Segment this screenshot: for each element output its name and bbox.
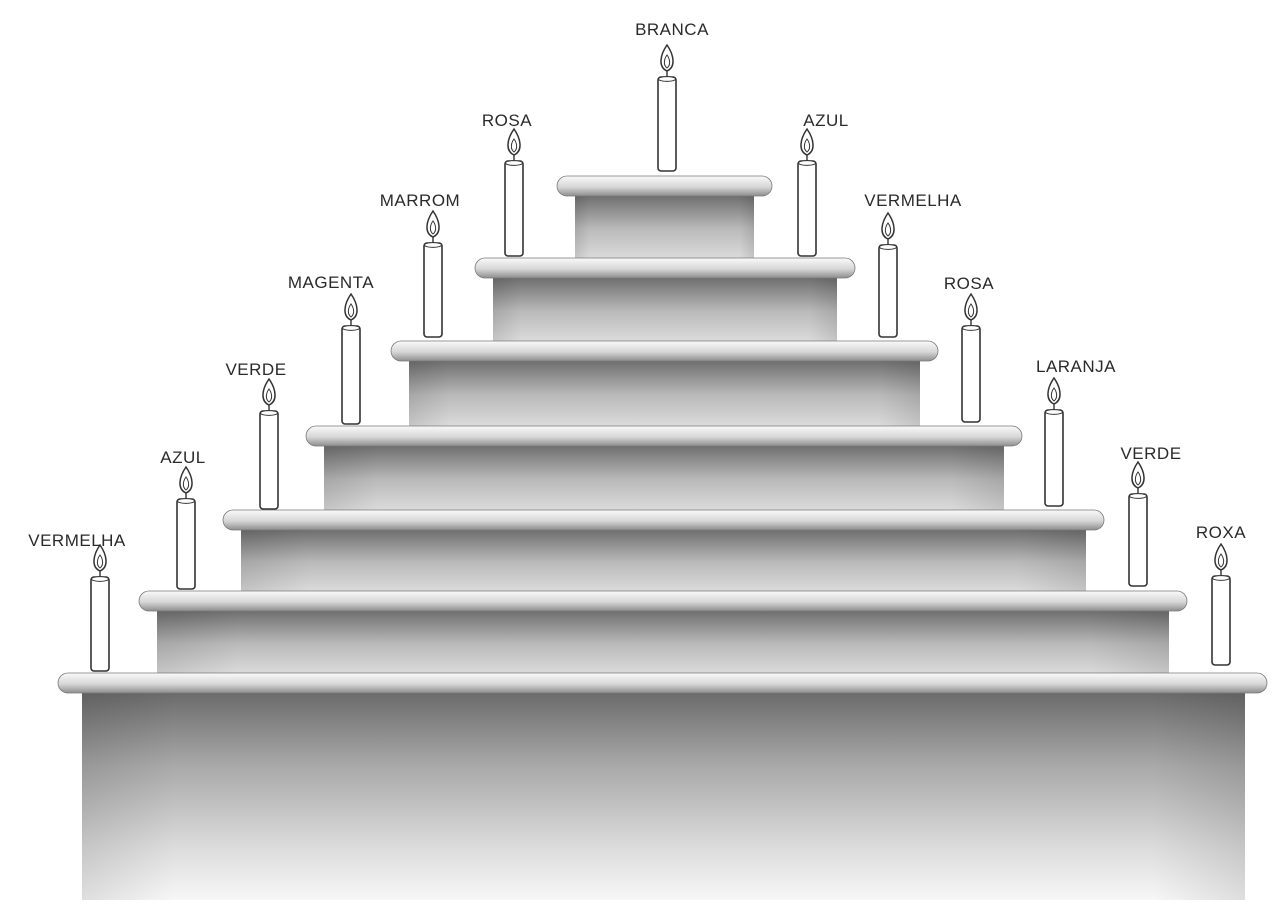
flame-icon [93, 543, 107, 572]
step-riser-shade-5 [241, 530, 1086, 601]
candle-label: ROXA [1195, 523, 1247, 542]
step-ledge-1 [556, 175, 773, 197]
candle-body [961, 325, 981, 423]
candle [504, 127, 524, 257]
candle-top [962, 325, 980, 331]
flame-inner [510, 138, 518, 153]
candle-label: VERDE [225, 360, 287, 379]
candle [176, 465, 196, 590]
candle-label: VERMELHA [28, 531, 126, 550]
candle-top [658, 76, 676, 82]
step-ledge-6 [138, 590, 1188, 612]
candle-body [423, 242, 443, 338]
candle-top [798, 160, 816, 166]
flame-inner [1134, 471, 1142, 486]
candle-body [1044, 409, 1064, 507]
candle [1211, 542, 1231, 666]
candle-label: MARROM [379, 191, 461, 210]
candle-top [342, 325, 360, 331]
candle [961, 292, 981, 423]
flame-inner [429, 220, 437, 235]
candle [90, 543, 110, 672]
candle [1044, 376, 1064, 507]
flame-inner [1217, 553, 1225, 568]
candle-label: ROSA [943, 274, 995, 293]
flame-icon [800, 127, 814, 156]
step-riser-shade-6 [157, 611, 1169, 683]
altar-base-side-shade [82, 692, 1245, 900]
candle-top [1212, 575, 1230, 581]
step-ledge-7 [57, 672, 1268, 694]
flame-inner [884, 222, 892, 237]
flame-inner [1050, 387, 1058, 402]
candle-label: ROSA [481, 111, 533, 130]
step-ledge-5 [222, 509, 1105, 531]
step-ledge-4 [305, 425, 1023, 447]
flame-inner [663, 54, 671, 69]
candle-label: MAGENTA [287, 273, 375, 292]
candle-label: BRANCA [635, 20, 709, 39]
candle-top [424, 242, 442, 248]
candle-label: VERDE [1120, 444, 1182, 463]
candle-top [505, 160, 523, 166]
flame-inner [347, 303, 355, 318]
candle-body [504, 160, 524, 257]
candles [90, 43, 1231, 672]
flame-inner [803, 138, 811, 153]
flame-inner [182, 476, 190, 491]
candle-label: AZUL [160, 448, 206, 467]
candle [878, 211, 898, 338]
flame-icon [1047, 376, 1061, 405]
candle-top [1045, 409, 1063, 415]
candle-label: LARANJA [1035, 357, 1117, 376]
candle-top [879, 244, 897, 250]
candle-top [177, 498, 195, 504]
candle-body [878, 244, 898, 338]
flame-icon [881, 211, 895, 240]
candle [797, 127, 817, 257]
step-riser-shade-2 [493, 278, 837, 351]
flame-icon [344, 292, 358, 321]
flame-icon [507, 127, 521, 156]
candle-body [797, 160, 817, 257]
flame-icon [964, 292, 978, 321]
step-riser-shade-4 [324, 446, 1004, 520]
candle-label: AZUL [803, 111, 849, 130]
candle-body [90, 576, 110, 672]
flame-icon [426, 209, 440, 238]
candle-top [1129, 493, 1147, 499]
candle-body [341, 325, 361, 425]
candle-top [91, 576, 109, 582]
step-riser-shade-1 [575, 196, 754, 268]
candle-label: VERMELHA [864, 191, 962, 210]
flame-inner [265, 388, 273, 403]
step-ledge-3 [390, 340, 939, 362]
candle-body [657, 76, 677, 172]
candle-body [176, 498, 196, 590]
candle [657, 43, 677, 172]
candle-body [1211, 575, 1231, 666]
flame-icon [179, 465, 193, 494]
flame-icon [1214, 542, 1228, 571]
flame-inner [96, 554, 104, 569]
candle [1128, 460, 1148, 587]
flame-icon [262, 377, 276, 406]
flame-inner [967, 303, 975, 318]
candle-body [259, 410, 279, 510]
candle [341, 292, 361, 425]
flame-icon [1131, 460, 1145, 489]
altar-steps [57, 175, 1268, 694]
candle [259, 377, 279, 510]
flame-icon [660, 43, 674, 72]
candle [423, 209, 443, 338]
candle-top [260, 410, 278, 416]
step-ledge-2 [474, 257, 856, 279]
candle-body [1128, 493, 1148, 587]
step-riser-shade-3 [409, 361, 920, 436]
